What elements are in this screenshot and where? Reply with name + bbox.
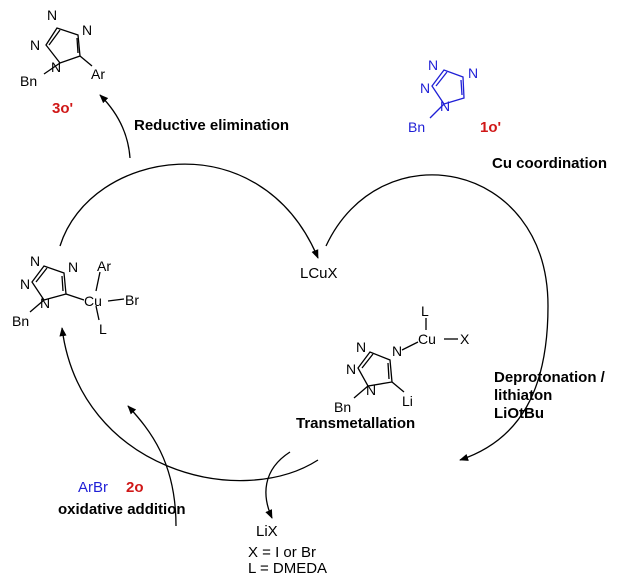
lithiated-copper-complex: N N N N Cu L X Li Bn (334, 303, 470, 415)
atom-bn: Bn (334, 399, 351, 415)
atom-n: N (468, 65, 478, 81)
copper-aryl-complex: N N N N Ar Cu Br L Bn (12, 253, 139, 337)
atom-n: N (82, 22, 92, 38)
step-deprotonation-line3: LiOtBu (494, 405, 544, 422)
reagent-arbr: ArBr (78, 479, 108, 496)
atom-n: N (346, 361, 356, 377)
atom-n: N (30, 253, 40, 269)
atom-l: L (421, 303, 429, 319)
atom-n: N (356, 339, 366, 355)
atom-n: N (428, 57, 438, 73)
step-cu-coordination: Cu coordination (492, 155, 607, 172)
atom-n: N (68, 259, 78, 275)
product-triazole: N N N N Ar Bn 3o' (20, 7, 105, 117)
atom-l: L (99, 321, 107, 337)
atom-x: X (460, 331, 470, 347)
arc-left-top (59, 163, 319, 259)
atom-li: Li (402, 393, 413, 409)
arc-left-bottom (59, 327, 319, 482)
atom-n: N (20, 276, 30, 292)
atom-n: N (51, 59, 61, 75)
step-oxidative-addition: oxidative addition (58, 501, 186, 518)
substrate-triazole: N N N N Bn 1o' (408, 57, 501, 136)
cycle-arrows (59, 94, 549, 527)
atom-n: N (30, 37, 40, 53)
catalyst-label: LCuX (300, 265, 338, 282)
step-deprotonation-line1: Deprotonation / (494, 369, 606, 386)
atom-cu: Cu (418, 331, 436, 347)
note-l: L = DMEDA (248, 560, 327, 575)
atom-bn: Bn (20, 73, 37, 89)
atom-cu: Cu (84, 293, 102, 309)
step-deprotonation-line2: lithiaton (494, 387, 552, 404)
atom-n: N (366, 382, 376, 398)
atom-br: Br (125, 292, 139, 308)
arc-to-product (99, 94, 131, 159)
arc-arbr-entry (127, 405, 177, 527)
atom-n: N (440, 98, 450, 114)
reagent-id-2o: 2o (126, 479, 144, 496)
atom-ar: Ar (91, 66, 105, 82)
substrate-id-1o: 1o' (480, 119, 501, 136)
step-reductive-elimination: Reductive elimination (134, 117, 289, 134)
step-transmetallation: Transmetallation (296, 415, 415, 432)
byproduct-lix: LiX (256, 523, 278, 540)
atom-ar: Ar (97, 258, 111, 274)
atom-n: N (40, 295, 50, 311)
atom-bn: Bn (408, 119, 425, 135)
arc-lix-exit (265, 451, 291, 519)
atom-n: N (420, 80, 430, 96)
atom-bn: Bn (12, 313, 29, 329)
atom-n: N (47, 7, 57, 23)
arc-right (325, 174, 549, 461)
product-id-3o: 3o' (52, 100, 73, 117)
note-x: X = I or Br (248, 544, 316, 561)
atom-n: N (392, 343, 402, 359)
